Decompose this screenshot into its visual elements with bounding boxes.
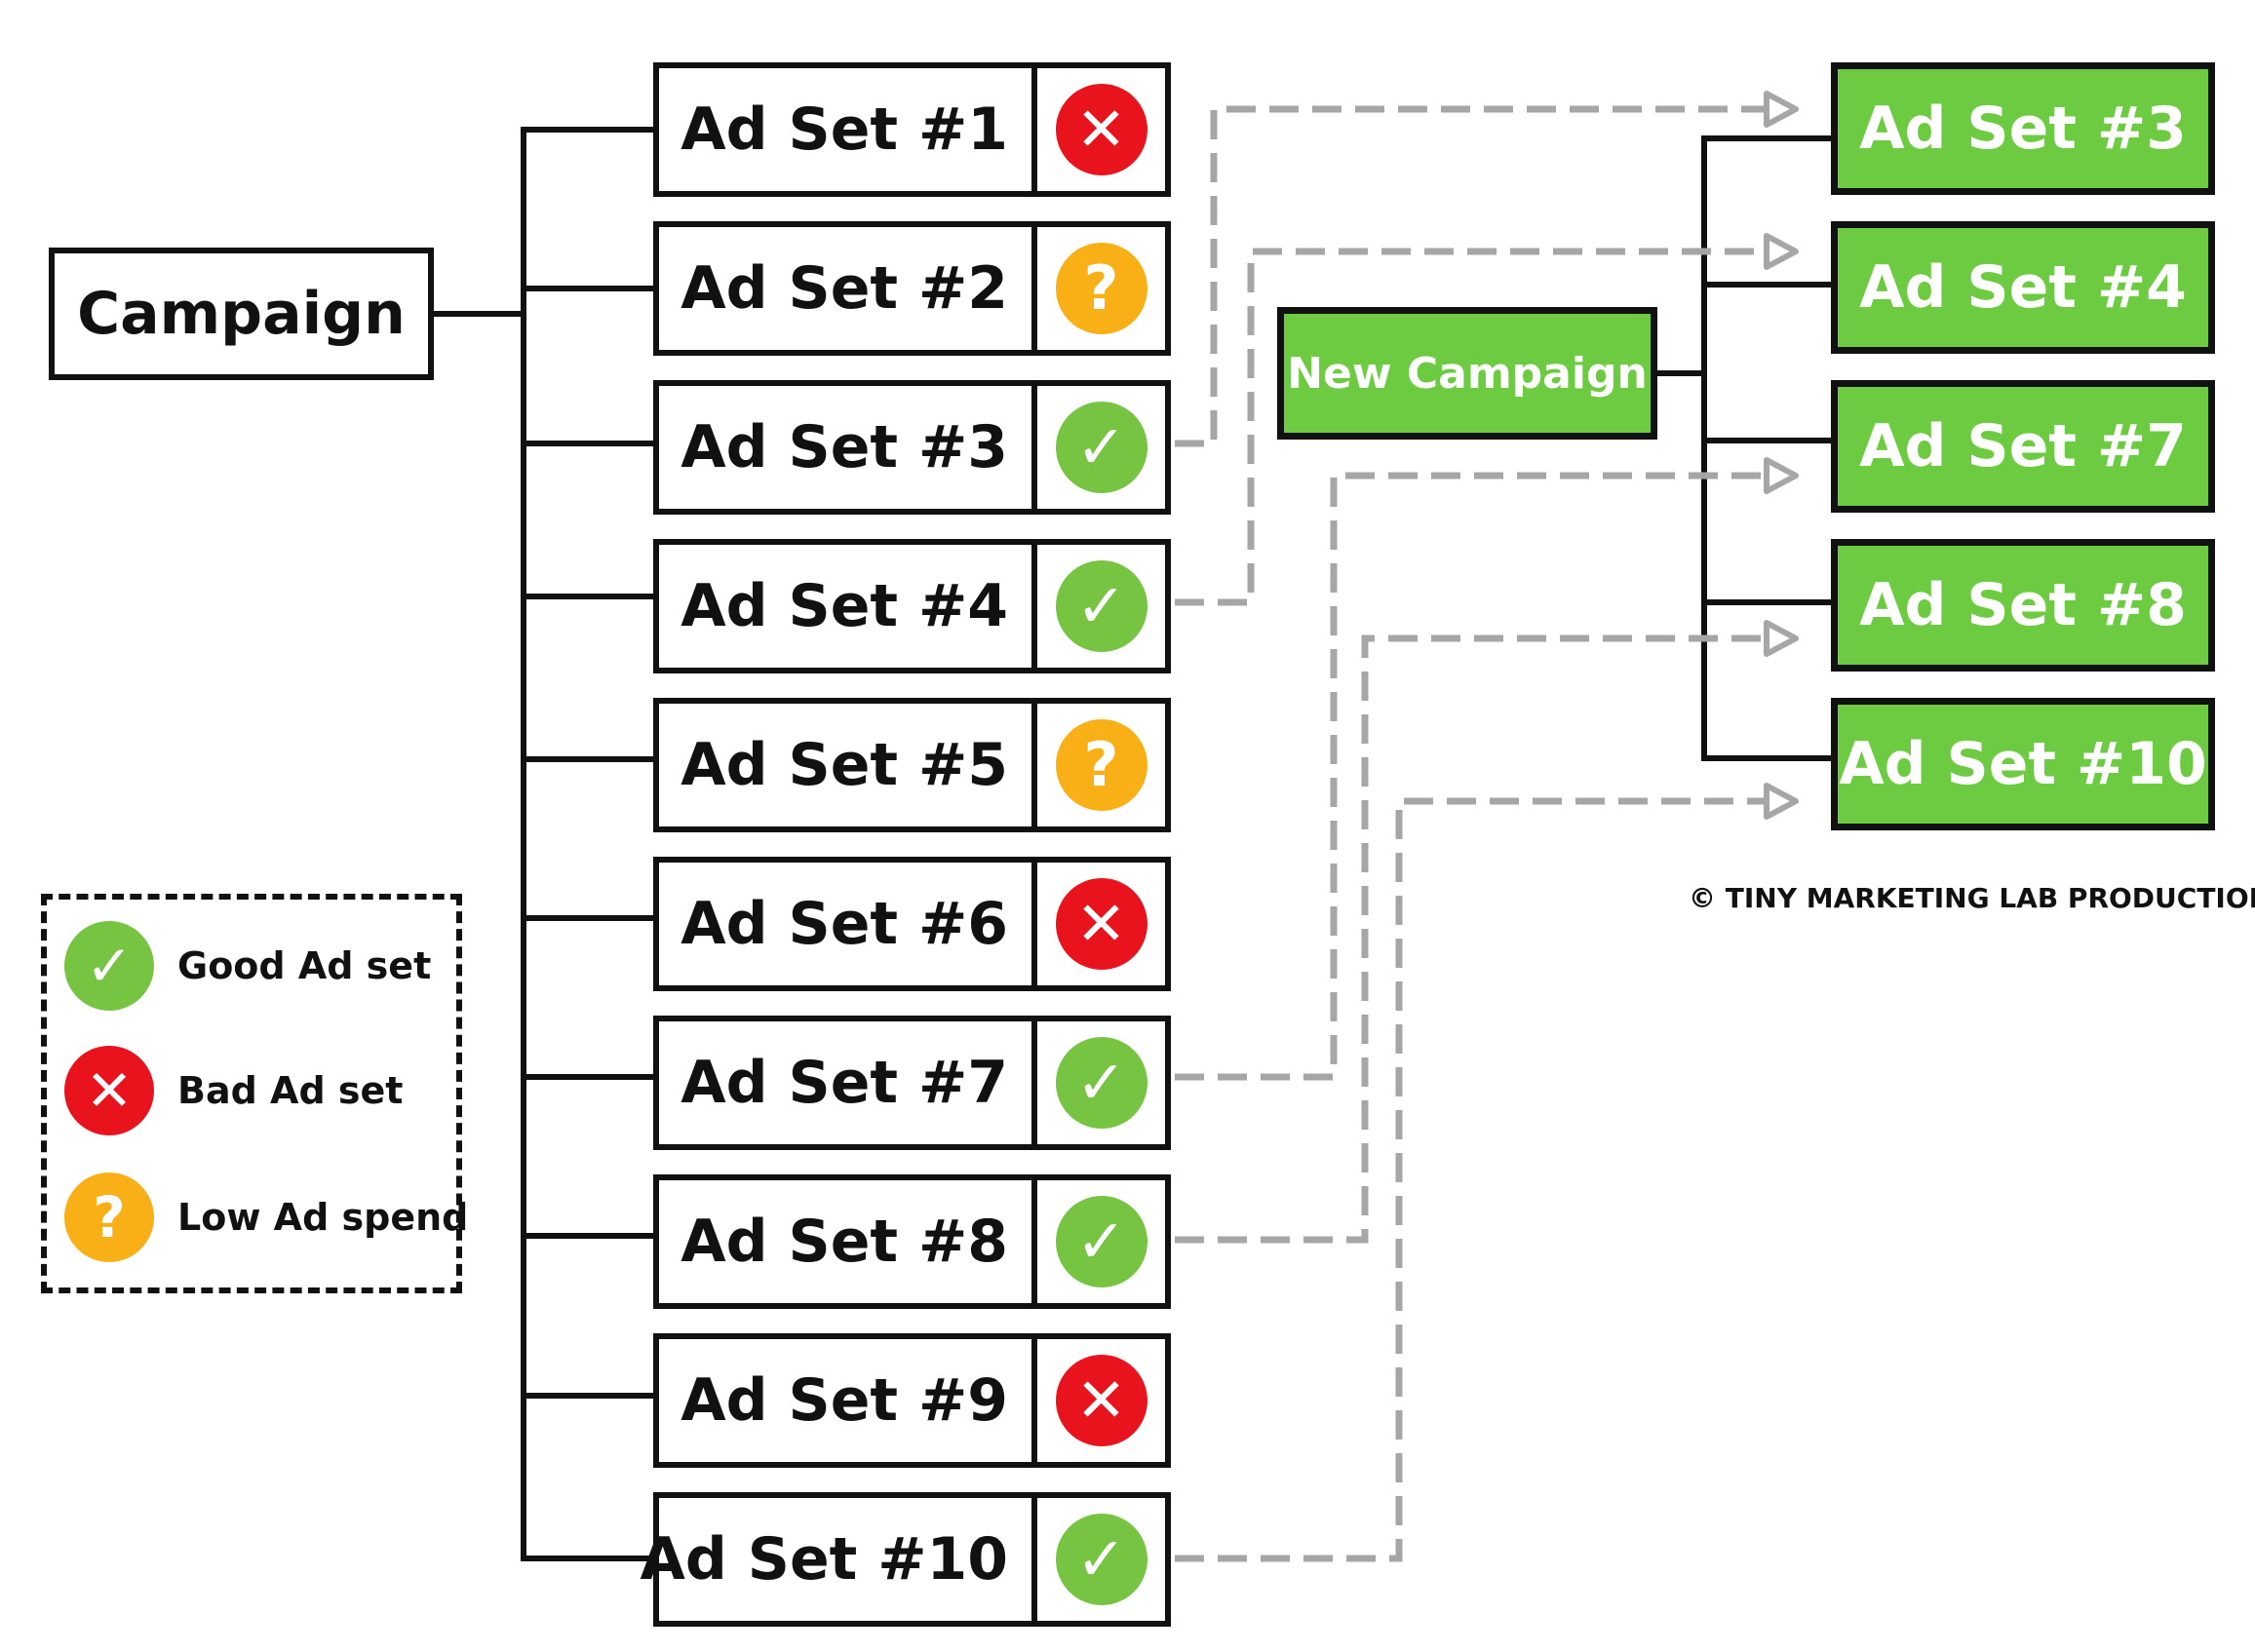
legend-item-low: ? Low Ad spend <box>64 1172 468 1262</box>
new-ad-set-box: Ad Set #4 <box>1831 221 2215 354</box>
new-ad-set-label: Ad Set #7 <box>1859 412 2187 480</box>
check-circle-icon: ✓ <box>1055 560 1147 652</box>
ad-set-row: Ad Set #3 ✓ <box>653 380 1171 515</box>
ad-set-status-cell: ✕ <box>1031 1333 1171 1468</box>
check-circle-icon: ✓ <box>1055 1037 1147 1129</box>
ad-set-name-box: Ad Set #1 <box>653 62 1037 197</box>
move-arrow-ad-set-7 <box>1175 472 1769 1081</box>
ad-set-row: Ad Set #8 ✓ <box>653 1174 1171 1309</box>
ad-set-label: Ad Set #5 <box>680 731 1008 799</box>
legend: ✓ Good Ad set ✕ Bad Ad set ? Low Ad spen… <box>41 894 468 1293</box>
ad-set-name-box: Ad Set #3 <box>653 380 1037 515</box>
move-arrow-ad-set-10 <box>1175 797 1769 1562</box>
ad-set-label: Ad Set #10 <box>640 1525 1008 1594</box>
check-circle-icon: ✓ <box>1055 1196 1147 1287</box>
arrowhead-ad-set-4 <box>1764 233 1799 270</box>
check-circle-icon: ✓ <box>1055 1514 1147 1605</box>
x-circle-icon: ✕ <box>1055 84 1147 175</box>
ad-set-row: Ad Set #4 ✓ <box>653 539 1171 673</box>
new-campaign-box: New Campaign <box>1277 307 1657 440</box>
legend-label: Bad Ad set <box>177 1069 404 1112</box>
ad-set-status-cell: ✓ <box>1031 380 1171 515</box>
x-circle-icon: ✕ <box>1055 878 1147 970</box>
ad-set-status-cell: ? <box>1031 221 1171 356</box>
question-circle-icon: ? <box>1055 719 1147 811</box>
x-circle-icon: ✕ <box>64 1046 154 1135</box>
ad-set-row: Ad Set #6 ✕ <box>653 857 1171 991</box>
move-arrow-ad-set-3 <box>1175 105 1769 447</box>
ad-set-name-box: Ad Set #10 <box>640 1492 1037 1627</box>
move-arrow-ad-set-4 <box>1175 248 1769 606</box>
ad-set-label: Ad Set #6 <box>680 890 1008 958</box>
legend-label: Good Ad set <box>177 944 432 987</box>
copyright-credit: © TINY MARKETING LAB PRODUCTION <box>1689 882 2255 914</box>
ad-set-name-box: Ad Set #7 <box>653 1016 1037 1150</box>
ad-set-status-cell: ✕ <box>1031 857 1171 991</box>
question-circle-icon: ? <box>64 1172 154 1262</box>
ad-set-row: Ad Set #5 ? <box>653 698 1171 832</box>
ad-set-status-cell: ✓ <box>1031 539 1171 673</box>
ad-set-name-box: Ad Set #6 <box>653 857 1037 991</box>
new-ad-set-box: Ad Set #7 <box>1831 380 2215 513</box>
ad-set-row: Ad Set #9 ✕ <box>653 1333 1171 1468</box>
ad-set-status-cell: ✓ <box>1031 1492 1171 1627</box>
arrowhead-ad-set-3 <box>1764 91 1799 128</box>
check-circle-icon: ✓ <box>1055 402 1147 493</box>
ad-set-label: Ad Set #1 <box>680 96 1008 164</box>
ad-set-status-cell: ? <box>1031 698 1171 832</box>
new-ad-set-box: Ad Set #10 <box>1831 698 2215 830</box>
new-ad-set-box: Ad Set #3 <box>1831 62 2215 195</box>
ad-set-name-box: Ad Set #5 <box>653 698 1037 832</box>
ad-set-row: Ad Set #7 ✓ <box>653 1016 1171 1150</box>
campaign-box: Campaign <box>49 248 434 380</box>
ad-set-name-box: Ad Set #4 <box>653 539 1037 673</box>
ad-set-label: Ad Set #2 <box>680 254 1008 323</box>
legend-item-bad: ✕ Bad Ad set <box>64 1046 403 1135</box>
ad-set-label: Ad Set #3 <box>680 413 1008 481</box>
ad-set-label: Ad Set #8 <box>680 1208 1008 1276</box>
ad-set-status-cell: ✕ <box>1031 62 1171 197</box>
check-circle-icon: ✓ <box>64 921 154 1011</box>
new-campaign-label: New Campaign <box>1287 348 1648 399</box>
arrowhead-ad-set-10 <box>1764 783 1799 820</box>
ad-set-name-box: Ad Set #9 <box>653 1333 1037 1468</box>
ad-set-label: Ad Set #7 <box>680 1049 1008 1117</box>
new-ad-set-label: Ad Set #8 <box>1859 571 2187 639</box>
move-arrow-ad-set-8 <box>1175 634 1769 1244</box>
ad-set-row: Ad Set #10 ✓ <box>640 1492 1171 1627</box>
new-ad-set-label: Ad Set #4 <box>1859 253 2187 322</box>
campaign-label: Campaign <box>77 280 406 348</box>
ad-set-name-box: Ad Set #8 <box>653 1174 1037 1309</box>
arrowhead-ad-set-7 <box>1764 457 1799 494</box>
ad-set-row: Ad Set #2 ? <box>653 221 1171 356</box>
ad-set-row: Ad Set #1 ✕ <box>653 62 1171 197</box>
new-ad-set-label: Ad Set #3 <box>1859 95 2187 163</box>
question-circle-icon: ? <box>1055 243 1147 334</box>
legend-label: Low Ad spend <box>177 1196 469 1239</box>
arrowhead-ad-set-8 <box>1764 620 1799 657</box>
ad-set-status-cell: ✓ <box>1031 1174 1171 1309</box>
new-ad-set-box: Ad Set #8 <box>1831 539 2215 672</box>
x-circle-icon: ✕ <box>1055 1355 1147 1446</box>
ad-set-label: Ad Set #9 <box>680 1366 1008 1435</box>
legend-item-good: ✓ Good Ad set <box>64 921 431 1011</box>
ad-set-status-cell: ✓ <box>1031 1016 1171 1150</box>
ad-set-label: Ad Set #4 <box>680 572 1008 640</box>
ad-set-name-box: Ad Set #2 <box>653 221 1037 356</box>
new-ad-set-label: Ad Set #10 <box>1839 730 2207 798</box>
